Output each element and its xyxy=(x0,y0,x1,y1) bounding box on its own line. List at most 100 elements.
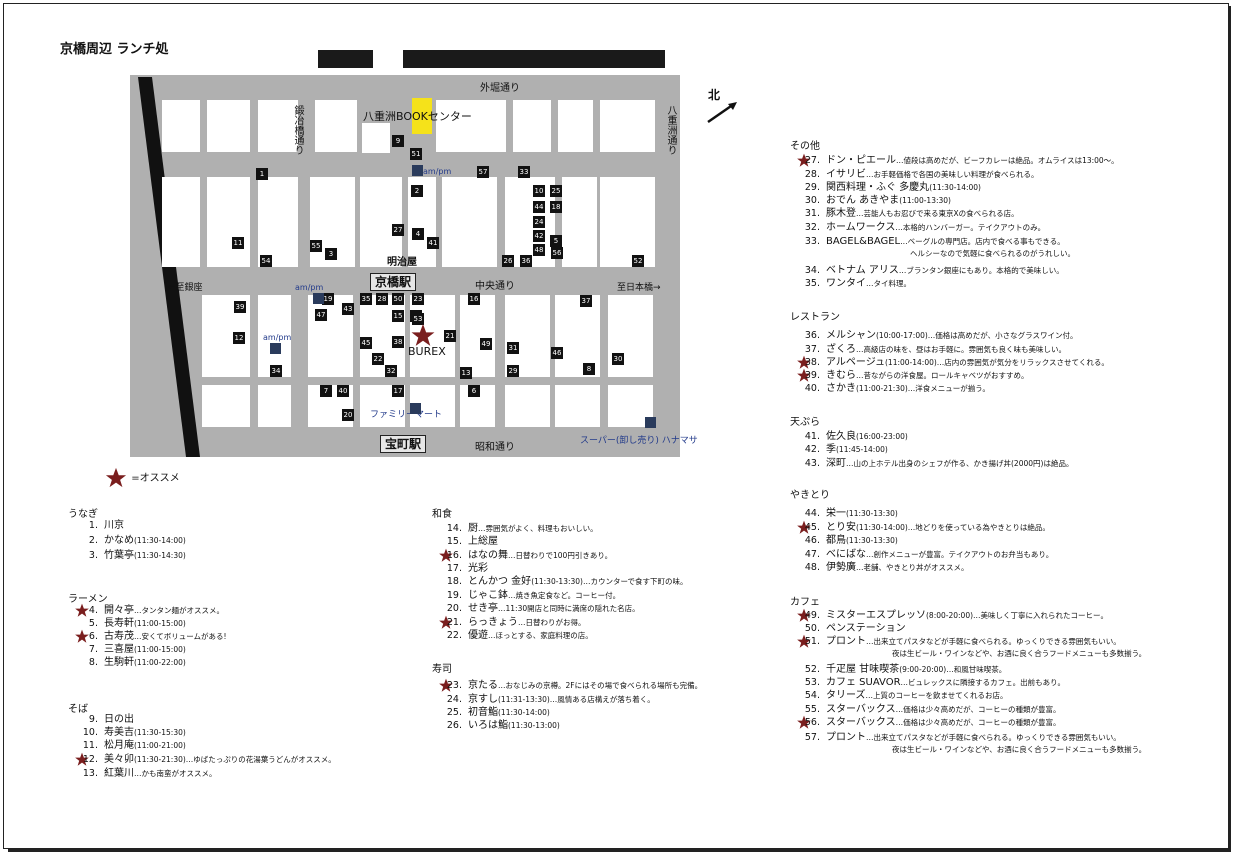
item-name: きむら xyxy=(826,370,856,381)
item-number: 18. xyxy=(446,576,462,587)
item-number: 15. xyxy=(446,536,462,547)
item-number: 42. xyxy=(804,444,820,455)
page-shadow-right xyxy=(1228,6,1231,852)
restaurant-item: 31.豚木登…芸能人もお忍びで来る東京Xの食べられる店。 xyxy=(796,208,1019,220)
restaurant-item: 53.カフェ SUAVOR…ビュレックスに隣接するカフェ。出前もあり。 xyxy=(796,677,1065,689)
item-name: 光彩 xyxy=(468,563,488,574)
section-title: そば xyxy=(68,704,88,715)
map-marker-39: 39 xyxy=(234,301,246,313)
restaurant-item: 51.プロント…出来立てパスタなどが手軽に食べられる。ゆっくりできる雰囲気もいい… xyxy=(796,636,1121,648)
restaurant-item: 7.三喜屋(11:00-15:00) xyxy=(74,644,186,656)
item-desc: (11:00-21:00) xyxy=(134,741,186,750)
item-desc: …昔ながらの洋食屋。ロールキャベツがおすすめ。 xyxy=(856,371,1029,380)
map-marker-11: 11 xyxy=(232,237,244,249)
street-label-middle: 中央通り xyxy=(475,281,515,292)
city-block xyxy=(162,100,200,152)
restaurant-item: 34.ベトナム アリス…ブランタン銀座にもあり。本格的で美味しい。 xyxy=(796,265,1064,277)
map-marker-44: 44 xyxy=(533,201,545,213)
item-number: 26. xyxy=(446,720,462,731)
restaurant-item: 50.ペンステーション xyxy=(796,623,906,635)
city-block xyxy=(442,177,497,267)
restaurant-item: 6.古寿茂…安くてボリュームがある! xyxy=(74,631,227,643)
item-number: 11. xyxy=(82,740,98,751)
item-number: 34. xyxy=(804,265,820,276)
restaurant-item: 22.優遊…ほっとする、家庭料理の店。 xyxy=(438,630,593,642)
item-number: 49. xyxy=(804,610,820,621)
item-number: 48. xyxy=(804,562,820,573)
restaurant-item: 19.じゃこ鉢…焼き魚定食など。コーヒー付。 xyxy=(438,590,620,602)
item-desc: (11:30-15:30) xyxy=(134,728,186,737)
item-name: 初音鮨 xyxy=(468,707,498,718)
street-label-right: 八重洲通り xyxy=(665,105,676,155)
item-number: 5. xyxy=(88,618,98,629)
item-name: らっきょう xyxy=(468,617,518,628)
item-number: 40. xyxy=(804,383,820,394)
restaurant-item: 30.おでん あきやま(11:00-13:30) xyxy=(796,195,951,207)
restaurant-item: 46.都鳥(11:30-13:30) xyxy=(796,535,898,547)
item-number: 25. xyxy=(446,707,462,718)
legend-star-icon xyxy=(105,467,127,488)
page-shadow-bottom xyxy=(8,849,1230,852)
restaurant-item: 40.さかき(11:00-21:30)…洋食メニューが揃う。 xyxy=(796,383,990,395)
item-desc-continued: ヘルシーなので気軽に食べられるのがうれしい。 xyxy=(910,249,1075,258)
city-block xyxy=(505,295,550,377)
map-marker-21: 21 xyxy=(444,330,456,342)
map-marker-54: 54 xyxy=(260,255,272,267)
familymart-label: ファミリーマート xyxy=(370,410,443,420)
restaurant-item: 38.アルページュ(11:00-14:00)…店内の雰囲気が気分をリラックスさせ… xyxy=(796,357,1109,369)
map-marker-37: 37 xyxy=(580,295,592,307)
restaurant-item: 21.らっきょう…日替わりがお得。 xyxy=(438,617,586,629)
item-name: 松月庵 xyxy=(104,740,134,751)
restaurant-item: 35.ワンタイ…タイ料理。 xyxy=(796,278,911,290)
map-marker-46: 46 xyxy=(551,347,563,359)
item-desc: …山の上ホテル出身のシェフが作る、かき揚げ丼(2000円)は絶品。 xyxy=(846,459,1074,468)
item-name: とんかつ 金好 xyxy=(468,576,532,587)
item-number: 1. xyxy=(88,520,98,531)
restaurant-item: 24.京すし(11:31-13:30)…風情ある店構えが落ち着く。 xyxy=(438,694,655,706)
item-number: 33. xyxy=(804,236,820,247)
restaurant-item: 9.日の出 xyxy=(74,714,134,726)
restaurant-item: 2.かなめ(11:30-14:00) xyxy=(74,535,186,547)
city-block xyxy=(600,177,655,267)
restaurant-item: 3.竹葉亭(11:30-14:30) xyxy=(74,550,186,562)
city-block xyxy=(436,100,506,152)
ampm-store-2 xyxy=(313,293,324,304)
map-marker-4: 4 xyxy=(412,228,424,240)
map-marker-10: 10 xyxy=(533,185,545,197)
map-marker-23: 23 xyxy=(412,293,424,305)
item-name: かなめ xyxy=(104,535,134,546)
recommend-star-icon xyxy=(797,153,811,167)
item-name: 厨 xyxy=(468,523,478,534)
map-marker-56: 56 xyxy=(551,247,563,259)
item-desc: (11:45-14:00) xyxy=(836,445,888,454)
item-name: メルシャン xyxy=(826,330,876,341)
map-marker-2: 2 xyxy=(411,185,423,197)
recommend-star-icon xyxy=(797,634,811,648)
item-number: 14. xyxy=(446,523,462,534)
item-desc: …上質のコーヒーを飲ませてくれるお店。 xyxy=(865,691,1008,700)
item-number: 8. xyxy=(88,657,98,668)
item-name: ホームワークス xyxy=(826,222,896,233)
rail-line xyxy=(138,77,200,457)
legend: =オススメ xyxy=(104,467,180,489)
item-name: 京すし xyxy=(468,694,498,705)
item-name: 三喜屋 xyxy=(104,644,134,655)
item-number: 9. xyxy=(88,714,98,725)
north-arrow-icon xyxy=(707,102,737,124)
city-block xyxy=(505,385,550,427)
item-desc: (8:00-20:00)…美味しく丁寧に入れられたコーヒー。 xyxy=(926,611,1108,620)
city-block xyxy=(207,177,250,267)
to-nihonbashi-label: 至日本橋→ xyxy=(617,283,661,293)
map-marker-27: 27 xyxy=(392,224,404,236)
city-block xyxy=(207,100,250,152)
item-desc: (11:00-22:00) xyxy=(134,658,186,667)
familymart-store xyxy=(410,403,421,414)
map-marker-13: 13 xyxy=(460,367,472,379)
item-desc: …価格は少々高めだが、コーヒーの種類が豊富。 xyxy=(895,705,1061,714)
city-block xyxy=(558,100,593,152)
north-label: 北 xyxy=(708,88,721,102)
item-name: 深町 xyxy=(826,458,846,469)
street-label-top: 外堀通り xyxy=(480,83,520,94)
map-marker-12: 12 xyxy=(233,332,245,344)
item-name: 京たる xyxy=(468,680,498,691)
